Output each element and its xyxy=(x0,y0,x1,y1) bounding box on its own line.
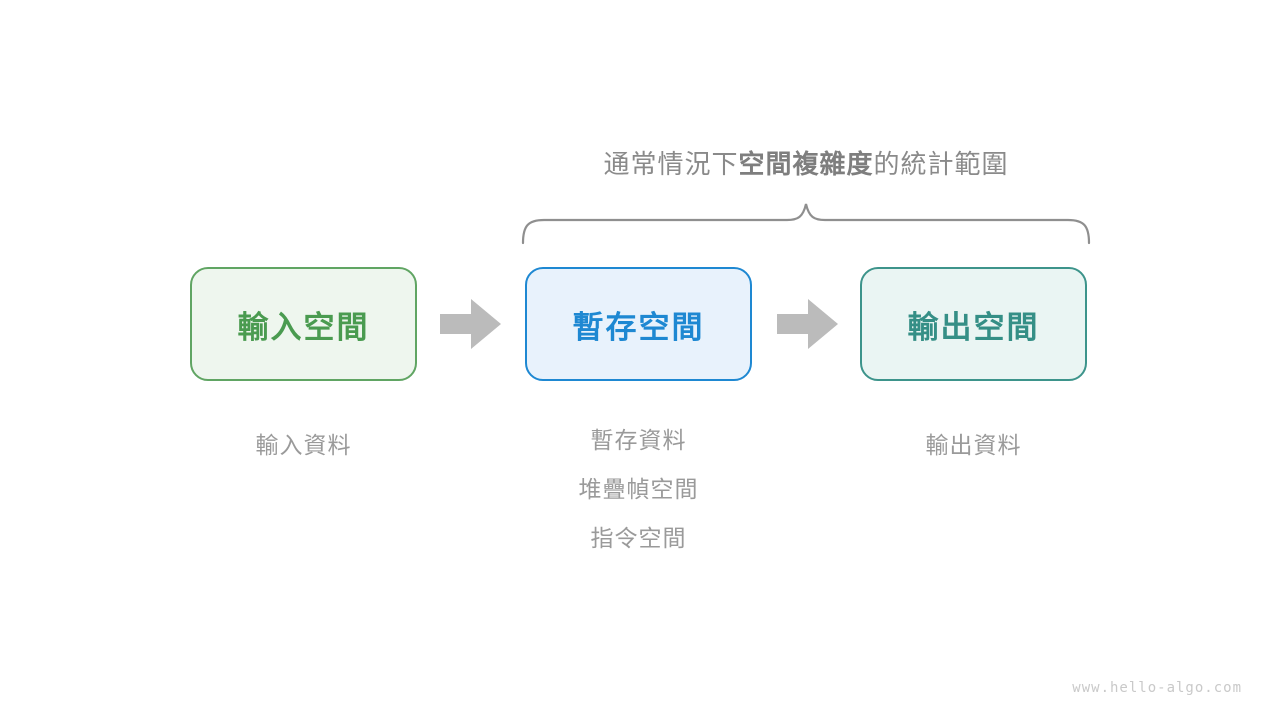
input-data-label: 輸入資料 xyxy=(255,432,352,458)
curly-brace-icon xyxy=(521,203,1091,245)
buffer-space-box: 暫存空間 xyxy=(525,267,752,381)
stack-frame-space-label: 堆疊幀空間 xyxy=(578,476,699,502)
scope-title-emphasis: 空間複雜度 xyxy=(738,149,874,179)
scope-title: 通常情況下空間複雜度的統計範圍 xyxy=(521,144,1091,181)
buffer-space-label: 暫存空間 xyxy=(572,309,705,345)
site-watermark: www.hello-algo.com xyxy=(1072,680,1242,696)
scope-title-prefix: 通常情況下 xyxy=(603,149,739,179)
buffer-sublabel-list: 暫存資料 堆疊幀空間 指令空間 xyxy=(525,426,752,552)
right-arrow-icon xyxy=(440,299,501,349)
input-space-box: 輸入空間 xyxy=(190,267,417,381)
output-space-box: 輸出空間 xyxy=(860,267,1087,381)
output-data-label: 輸出資料 xyxy=(925,432,1022,458)
scope-title-suffix: 的統計範圍 xyxy=(873,149,1009,179)
output-space-label: 輸出空間 xyxy=(907,309,1040,345)
right-arrow-icon xyxy=(777,299,838,349)
buffer-data-label: 暫存資料 xyxy=(590,427,687,453)
instruction-space-label: 指令空間 xyxy=(590,525,687,551)
input-space-label: 輸入空間 xyxy=(237,309,370,345)
scope-brace xyxy=(521,200,1091,246)
